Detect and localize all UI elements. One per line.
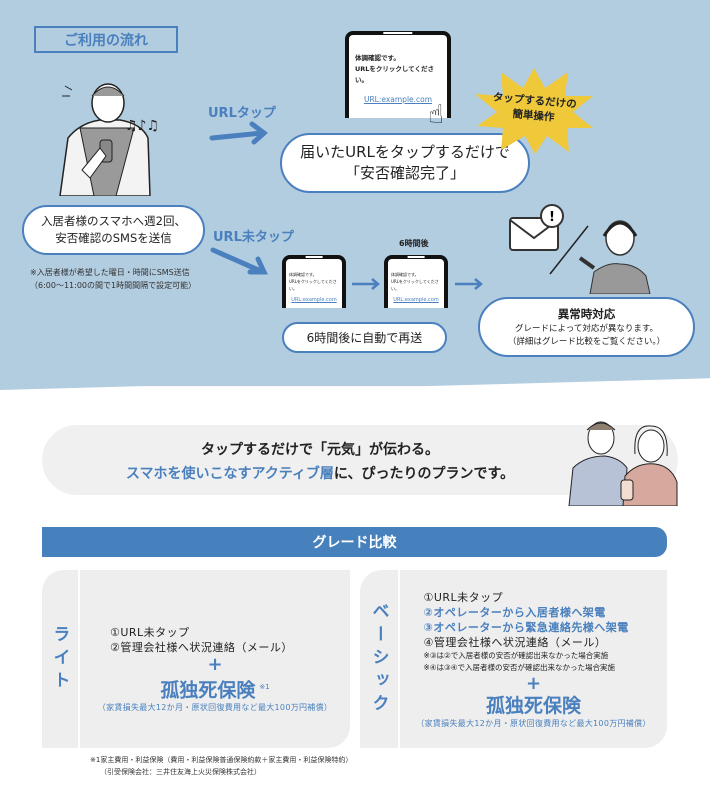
url-tap-label: URLタップ xyxy=(208,106,276,121)
basic-item: ④管理会社様へ状況連絡（メール） xyxy=(423,635,607,649)
footnote-line1: ※1家主費用・利益保険（費用・利益保険普通保険約款＋家主費用・利益保険特約） xyxy=(90,756,353,764)
svg-text:!: ! xyxy=(549,210,555,225)
banner-rest: に、ぴったりのプランです。 xyxy=(333,466,515,482)
section-title: ご利用の流れ xyxy=(34,26,178,53)
footnote: ※1家主費用・利益保険（費用・利益保険普通保険約款＋家主費用・利益保険特約） （… xyxy=(90,754,352,778)
plus-sign: + xyxy=(207,653,223,675)
note-line1: ※入居者様が希望した曜日・時間にSMS送信 xyxy=(30,268,190,277)
sms-phone-small-1: 体調確認です。 URLをクリックしてください。 URL:example.com xyxy=(282,255,346,308)
lite-card: ①URL未タップ ②管理会社様へ状況連絡（メール） + 孤独死保険※1 （家賃損… xyxy=(80,570,350,748)
anomaly-line2: （詳細はグレード比較をご覧ください。） xyxy=(507,336,666,347)
lite-insurance-note: （家賃損失最大12か月・原状回復費用など最大100万円補償） xyxy=(97,703,333,713)
grade-header-text: グレード比較 xyxy=(312,535,397,551)
anomaly-pill: 異常時対応 グレードによって対応が異なります。 （詳細はグレード比較をご覧くださ… xyxy=(478,297,695,357)
url-untap-label: URL未タップ xyxy=(213,230,294,245)
basic-insurance-note: （家賃損失最大12か月・原状回復費用など最大100万円補償） xyxy=(416,718,651,728)
sms-line1: 体調確認です。 xyxy=(391,272,419,277)
banner-accent: スマホを使いこなすアクティブ層 xyxy=(125,466,334,482)
starburst-badge xyxy=(475,68,593,154)
sms-link[interactable]: URL:example.com xyxy=(291,297,337,303)
banner-text: タップするだけで「元気」が伝わる。 スマホを使いこなすアクティブ層に、ぴったりの… xyxy=(60,438,580,486)
sms-phone: 体調確認です。 URLをクリックしてください。 URL:example.com xyxy=(345,31,451,118)
banner-line1: タップするだけで「元気」が伝わる。 xyxy=(201,442,439,458)
grade-header: グレード比較 xyxy=(42,527,667,557)
man-with-phone-illustration: ♫♪♫ xyxy=(59,83,159,196)
start-line1: 入居者様のスマホへ週2回、 xyxy=(41,214,186,228)
note-line2: （6:00〜11:00の間で1時間間隔で設定可能） xyxy=(30,281,197,290)
insurance-mark: ※1 xyxy=(259,682,270,691)
sms-line1: 体調確認です。 xyxy=(289,272,317,277)
tap-result-pill: 届いたURLをタップするだけで 「安否確認完了」 xyxy=(280,133,530,193)
basic-item: ③オペレーターから緊急連絡先様へ架電 xyxy=(423,620,629,634)
tap-result-line1: 届いたURLをタップするだけで xyxy=(300,143,510,161)
after-label: 6時間後 xyxy=(399,239,429,248)
tap-result-line2: 「安否確認完了」 xyxy=(344,164,465,182)
basic-insurance: 孤独死保険 xyxy=(485,694,581,717)
anomaly-line1: グレードによって対応が異なります。 xyxy=(515,323,658,334)
sms-phone-small-2: 体調確認です。 URLをクリックしてください。 URL:example.com xyxy=(384,255,448,308)
sms-link[interactable]: URL:example.com xyxy=(393,297,439,303)
lite-label: ライト xyxy=(42,570,78,748)
basic-label: ベーシック xyxy=(360,570,398,748)
sms-line2: URLをクリックしてください。 xyxy=(391,279,439,291)
sms-note: ※入居者様が希望した曜日・時間にSMS送信 （6:00〜11:00の間で1時間間… xyxy=(30,266,196,292)
basic-item: ①URL未タップ xyxy=(423,590,504,604)
arrow-right-icon xyxy=(352,278,380,290)
start-line2: 安否確認のSMSを送信 xyxy=(55,231,172,245)
resend-pill: 6時間後に自動で再送 xyxy=(282,322,447,353)
plus-sign: + xyxy=(525,672,542,694)
arrow-right-icon xyxy=(209,121,268,145)
arrow-right-icon xyxy=(455,278,483,290)
anomaly-title: 異常時対応 xyxy=(557,306,616,321)
sms-line2: URLをクリックしてください。 xyxy=(355,65,435,84)
sms-line2: URLをクリックしてください。 xyxy=(289,279,337,291)
resend-text: 6時間後に自動で再送 xyxy=(306,331,423,345)
envelope-operator-illustration: ! xyxy=(509,204,651,294)
sms-link[interactable]: URL:example.com xyxy=(363,95,433,104)
tap-hand-icon: ☝ xyxy=(428,100,444,130)
arrow-down-right-icon xyxy=(210,247,268,275)
couple-illustration xyxy=(568,421,678,506)
sms-line1: 体調確認です。 xyxy=(355,54,400,62)
footnote-line2: （引受保険会社：三井住友海上火災保険株式会社） xyxy=(100,768,261,776)
basic-item: ②オペレーターから入居者様へ架電 xyxy=(423,605,606,619)
svg-text:♫♪♫: ♫♪♫ xyxy=(125,118,159,134)
basic-note: ※③は②で入居者様の安否が確認出来なかった場合実施 xyxy=(423,650,609,660)
sms-send-pill: 入居者様のスマホへ週2回、 安否確認のSMSを送信 xyxy=(22,205,205,255)
lite-item: ①URL未タップ xyxy=(110,625,190,639)
lite-item: ②管理会社様へ状況連絡（メール） xyxy=(110,640,293,654)
basic-note: ※④は③④で入居者様の安否が確認出来なかった場合実施 xyxy=(423,662,615,672)
lite-insurance: 孤独死保険 xyxy=(160,679,256,702)
basic-card: ①URL未タップ ②オペレーターから入居者様へ架電 ③オペレーターから緊急連絡先… xyxy=(400,570,667,748)
